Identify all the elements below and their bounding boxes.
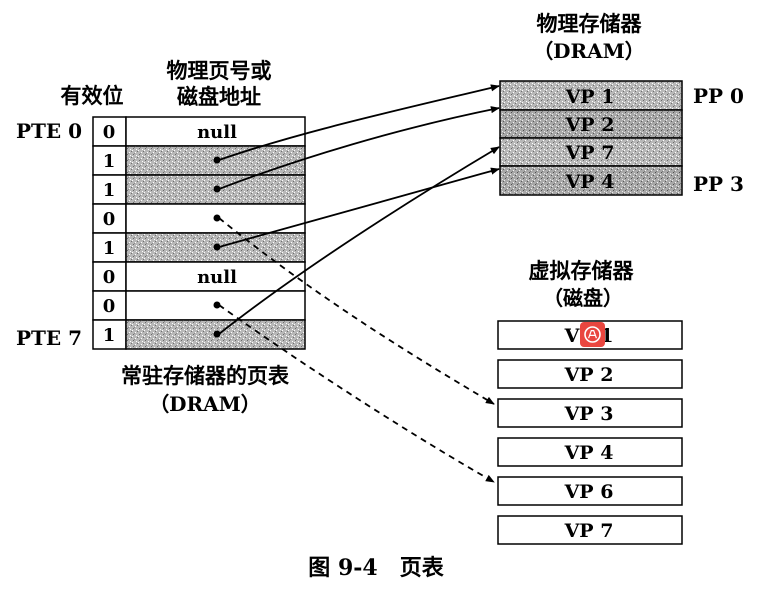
pte-5-addr-cell <box>125 261 306 292</box>
virtual-page-3-label: VP 4 <box>564 442 614 464</box>
page-table-caption: 常驻存储器的页表 <box>121 363 290 388</box>
ppn-label-line1: 物理页号或 <box>167 58 272 83</box>
pte-2-pointer-dot <box>213 185 221 193</box>
valid-bit-label: 有效位 <box>61 83 124 108</box>
pte-3-pointer-dot <box>213 214 221 222</box>
virtual-page-2-label: VP 3 <box>564 403 614 425</box>
physical-page-1 <box>499 109 683 139</box>
physical-page-3-label: VP 4 <box>565 171 615 193</box>
virtual-page-5 <box>497 515 683 545</box>
pte7-label: PTE 7 <box>16 326 82 350</box>
virtual-memory-subtitle: （磁盘） <box>543 286 623 310</box>
pte-2-valid-bit: 1 <box>103 180 116 201</box>
pte-1-pointer-dot <box>213 156 221 164</box>
ai-badge-icon <box>580 322 605 347</box>
disk-pointers <box>218 217 495 483</box>
virtual-page-1-label: VP 2 <box>564 364 614 386</box>
ppn-label-line2: 磁盘地址 <box>177 84 261 109</box>
physical-memory-subtitle: （DRAM） <box>533 39 645 63</box>
pte-7-pointer-dot <box>213 330 221 338</box>
pointer-pte6-to-vp6 <box>218 304 495 483</box>
page-table-caption-sub: （DRAM） <box>149 392 261 416</box>
virtual-page-1 <box>497 359 683 389</box>
virtual-page-3 <box>497 437 683 467</box>
pte-6-valid-cell <box>92 290 127 321</box>
pte0-label: PTE 0 <box>16 119 82 143</box>
pte-4-addr-cell <box>125 232 306 263</box>
physical-page-1-label: VP 2 <box>565 114 615 136</box>
pp0-label: PP 0 <box>693 84 744 108</box>
virtual-page-2 <box>497 398 683 428</box>
pte-5-null: null <box>197 267 237 288</box>
pointer-pte2-to-pp1 <box>218 106 500 190</box>
physical-page-0 <box>499 80 683 111</box>
pointer-pte1-to-pp0 <box>218 84 500 161</box>
figure-caption: 图 9-4 页表 <box>308 555 444 581</box>
virtual-page-4 <box>497 476 683 506</box>
virtual-memory-block: VP 1 VP 2 VP 3 VP 4 VP 6 VP 7 <box>497 320 683 545</box>
pte-4-valid-bit: 1 <box>103 238 116 259</box>
resident-pointers <box>218 84 500 335</box>
pp3-label: PP 3 <box>693 172 744 196</box>
pte-0-valid-bit: 0 <box>103 122 116 143</box>
virtual-memory-title: 虚拟存储器 <box>529 258 635 283</box>
pte-1-valid-bit: 1 <box>103 151 116 172</box>
pointer-pte4-to-pp3 <box>218 167 500 248</box>
pte-5-valid-bit: 0 <box>103 267 116 288</box>
pte-7-valid-bit: 1 <box>103 325 116 346</box>
pte-0-null: null <box>197 122 237 143</box>
physical-page-2-label: VP 7 <box>565 142 615 164</box>
pte-6-valid-bit: 0 <box>103 296 116 317</box>
pte-7-valid-cell <box>92 319 127 350</box>
pointer-pte7-to-pp2 <box>218 146 500 335</box>
pte-4-pointer-dot <box>213 243 221 251</box>
physical-page-0-label: VP 1 <box>565 86 615 108</box>
physical-page-3 <box>499 165 683 196</box>
virtual-page-4-label: VP 6 <box>564 481 614 503</box>
page-table: 0 1 1 0 1 0 0 1 null null <box>92 116 306 350</box>
pte-6-pointer-dot <box>213 301 221 309</box>
physical-memory-block: VP 1 VP 2 VP 7 VP 4 <box>499 80 683 196</box>
pte-1-addr-cell <box>125 145 306 176</box>
physical-memory-title: 物理存储器 <box>537 11 643 36</box>
virtual-page-5-label: VP 7 <box>564 520 614 542</box>
pte-0-addr-cell <box>125 116 306 147</box>
pte-3-valid-bit: 0 <box>103 209 116 230</box>
